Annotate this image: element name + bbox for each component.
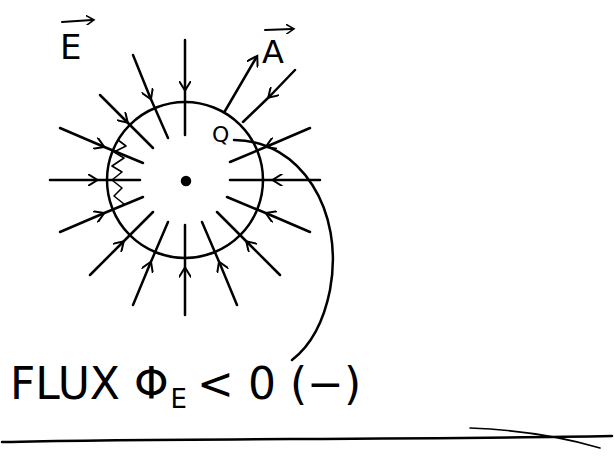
field-line xyxy=(202,222,237,305)
field-line xyxy=(60,197,143,232)
vector-arrow xyxy=(265,29,292,30)
field-line xyxy=(133,55,168,138)
field-line xyxy=(60,128,143,163)
area-vector xyxy=(225,58,256,111)
field-symbol: E xyxy=(60,30,81,64)
field-line xyxy=(230,179,320,182)
underline xyxy=(470,428,600,448)
flux-text: < 0 (−) xyxy=(197,362,361,406)
field-line xyxy=(90,212,153,275)
flux-subscript: E xyxy=(171,386,187,412)
field-line xyxy=(217,212,280,275)
field-line xyxy=(227,197,310,232)
shading xyxy=(112,140,126,204)
field-line xyxy=(184,225,187,315)
vector-arrow xyxy=(62,20,92,22)
flux-text: FLUX Φ xyxy=(10,362,169,406)
center-dot xyxy=(182,177,190,185)
leader-line xyxy=(234,140,333,360)
underline xyxy=(2,436,612,442)
field-line xyxy=(50,179,140,182)
field-line xyxy=(184,40,187,135)
flux-row: FLUX ΦE< 0 (−) xyxy=(10,362,361,406)
field-line xyxy=(243,70,295,122)
area-symbol: A xyxy=(262,36,284,68)
field-lines xyxy=(50,40,320,315)
field-line xyxy=(230,128,310,162)
field-line xyxy=(133,222,168,305)
field-line xyxy=(100,95,153,148)
charge-label: Q xyxy=(212,124,229,146)
